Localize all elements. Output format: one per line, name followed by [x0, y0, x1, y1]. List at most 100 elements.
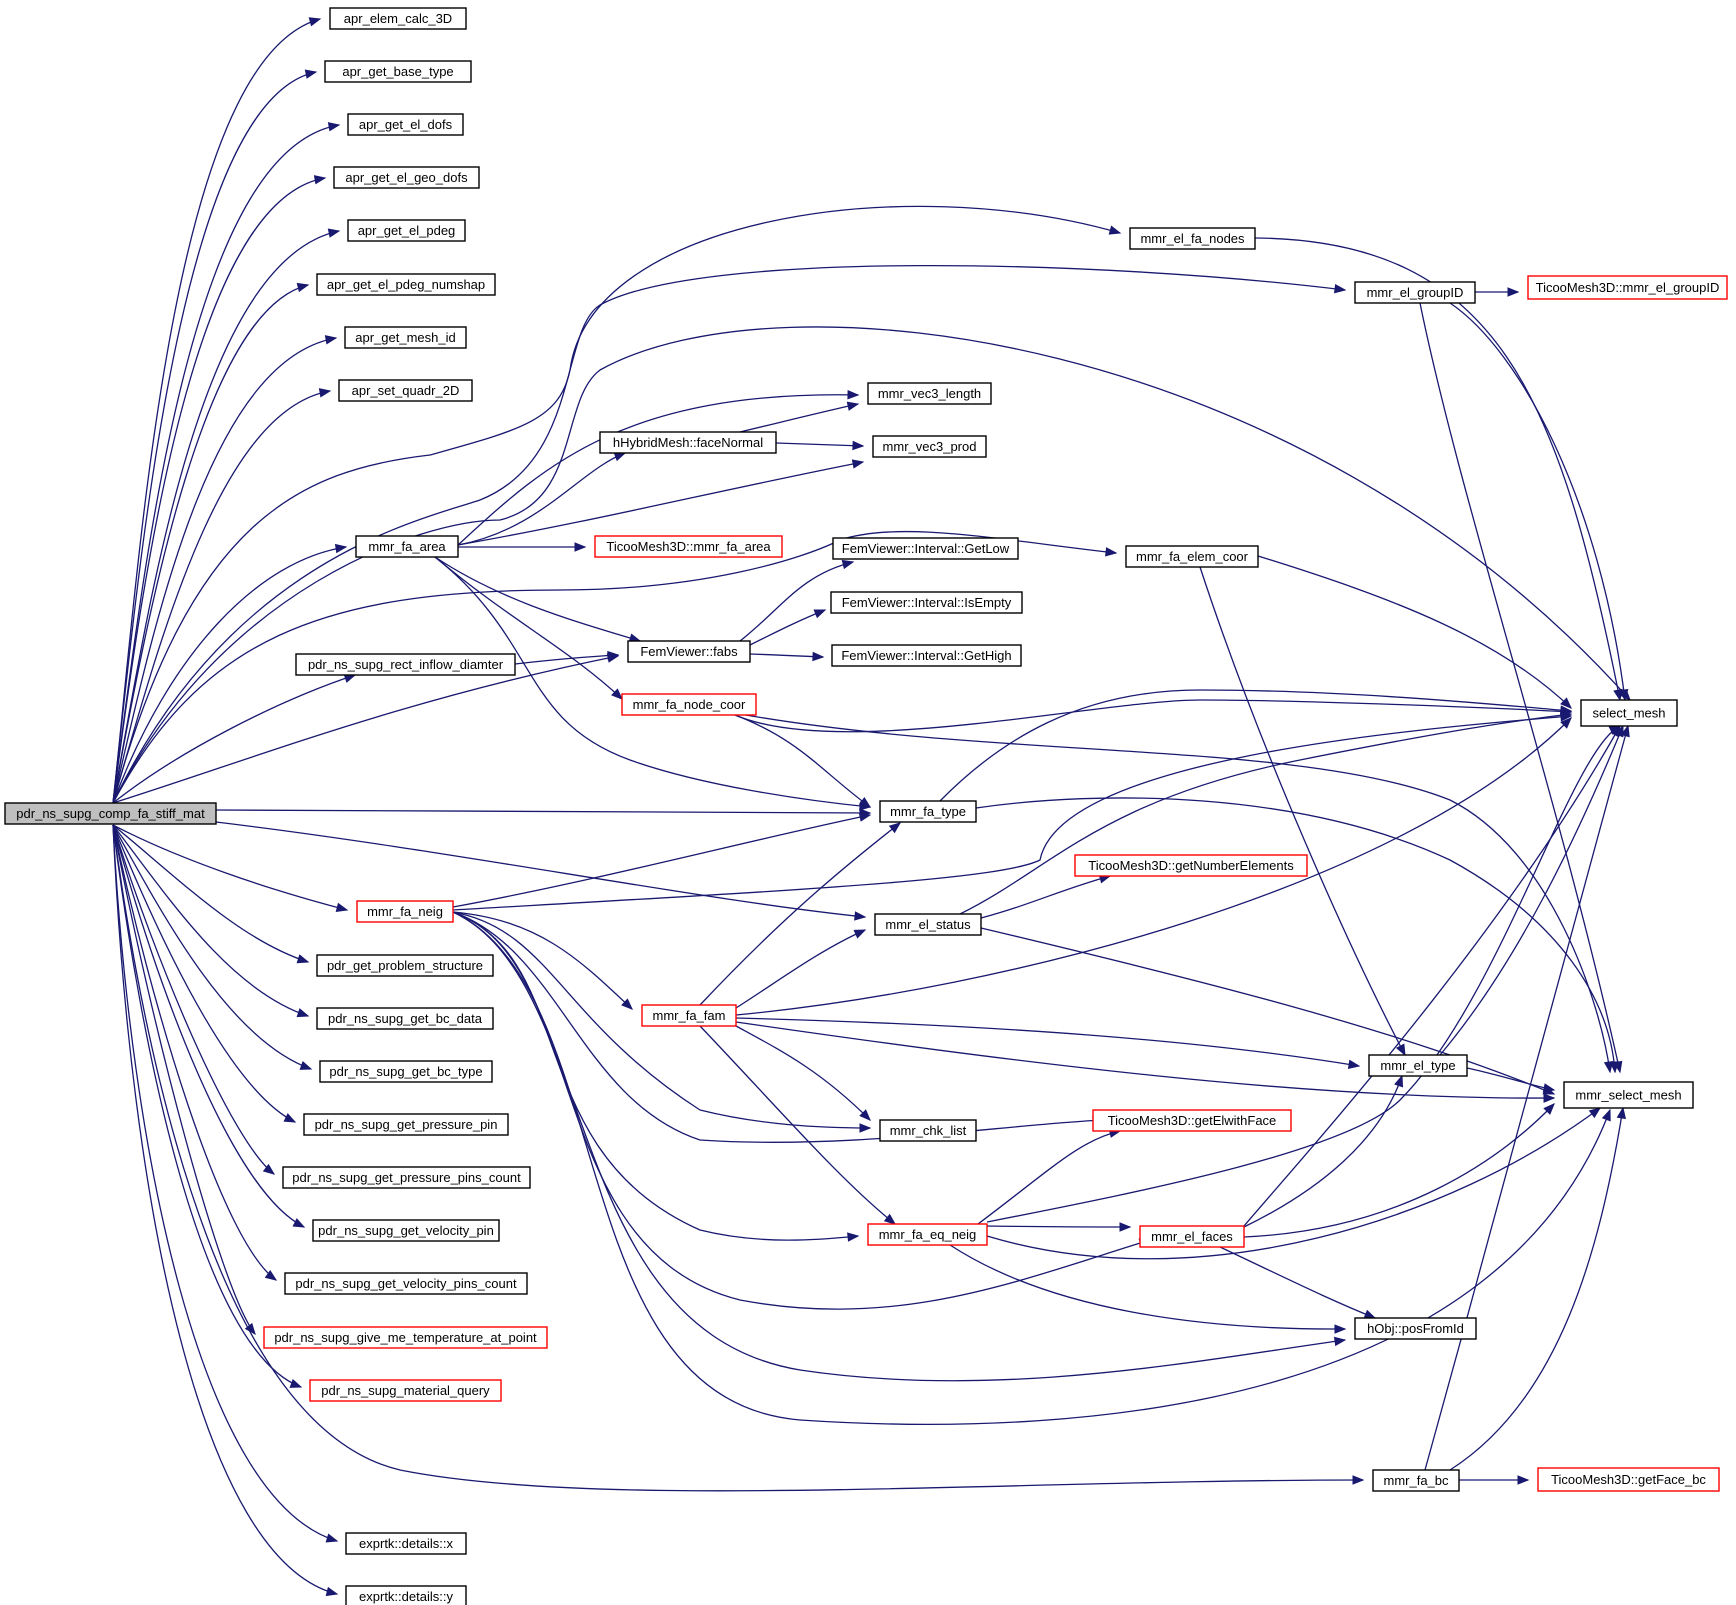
node-box[interactable]: [309, 1379, 502, 1402]
node-root[interactable]: pdr_ns_supg_comp_fa_stiff_mat: [4, 802, 217, 825]
node-box[interactable]: [355, 535, 459, 558]
node-box[interactable]: [345, 1585, 467, 1605]
node-box[interactable]: [347, 113, 464, 136]
node-box[interactable]: [347, 219, 466, 242]
node-gethigh[interactable]: FemViewer::Interval::GetHigh: [831, 644, 1022, 667]
node-fabs[interactable]: FemViewer::fabs: [627, 640, 751, 663]
node-n17[interactable]: pdr_ns_supg_get_velocity_pin: [312, 1219, 500, 1242]
node-node-coor[interactable]: mmr_fa_node_coor: [621, 693, 757, 716]
node-box[interactable]: [312, 1219, 500, 1242]
node-mmr-fa-area[interactable]: mmr_fa_area: [355, 535, 459, 558]
node-el-fa-nodes[interactable]: mmr_el_fa_nodes: [1129, 227, 1256, 250]
node-el-type[interactable]: mmr_el_type: [1368, 1054, 1468, 1077]
node-box[interactable]: [282, 1166, 531, 1189]
node-box[interactable]: [594, 535, 783, 558]
node-box[interactable]: [316, 1007, 494, 1030]
node-box[interactable]: [599, 431, 777, 454]
node-box[interactable]: [1092, 1109, 1292, 1132]
node-box[interactable]: [1129, 227, 1256, 250]
node-n4[interactable]: apr_get_el_geo_dofs: [333, 166, 480, 189]
node-fa-type[interactable]: mmr_fa_type: [879, 800, 977, 823]
node-box[interactable]: [324, 60, 472, 83]
node-box[interactable]: [356, 900, 454, 923]
node-box[interactable]: [867, 382, 992, 405]
node-getElwithFace[interactable]: TicooMesh3D::getElwithFace: [1092, 1109, 1292, 1132]
node-box[interactable]: [872, 435, 987, 458]
node-getlow[interactable]: FemViewer::Interval::GetLow: [832, 537, 1019, 560]
node-box[interactable]: [879, 800, 977, 823]
node-box[interactable]: [830, 591, 1023, 614]
node-box[interactable]: [1368, 1054, 1468, 1077]
node-n7[interactable]: apr_get_mesh_id: [344, 326, 467, 349]
node-fa-bc[interactable]: mmr_fa_bc: [1372, 1469, 1460, 1492]
node-box[interactable]: [1139, 1225, 1245, 1248]
node-box[interactable]: [316, 954, 494, 977]
node-box[interactable]: [879, 1119, 977, 1142]
node-n8[interactable]: apr_set_quadr_2D: [338, 379, 473, 402]
node-n3[interactable]: apr_get_el_dofs: [347, 113, 464, 136]
node-n16[interactable]: pdr_ns_supg_get_pressure_pins_count: [282, 1166, 531, 1189]
node-box[interactable]: [1074, 854, 1308, 877]
node-n19[interactable]: pdr_ns_supg_give_me_temperature_at_point: [263, 1326, 548, 1349]
node-box[interactable]: [1125, 545, 1259, 568]
node-eq-neig[interactable]: mmr_fa_eq_neig: [867, 1223, 988, 1246]
node-isempty[interactable]: FemViewer::Interval::IsEmpty: [830, 591, 1023, 614]
node-box[interactable]: [1372, 1469, 1460, 1492]
node-box[interactable]: [1563, 1081, 1694, 1109]
node-box[interactable]: [303, 1113, 509, 1136]
node-box[interactable]: [316, 273, 496, 296]
node-el-groupID[interactable]: mmr_el_groupID: [1354, 281, 1476, 304]
node-n22[interactable]: exprtk::details::y: [345, 1585, 467, 1605]
node-box[interactable]: [345, 1532, 467, 1555]
node-box[interactable]: [4, 802, 217, 825]
node-box[interactable]: [329, 7, 467, 30]
node-box[interactable]: [344, 326, 467, 349]
node-el-status[interactable]: mmr_el_status: [874, 913, 982, 936]
node-n1[interactable]: apr_elem_calc_3D: [329, 7, 467, 30]
node-n14[interactable]: pdr_ns_supg_get_bc_type: [319, 1060, 493, 1083]
node-box[interactable]: [333, 166, 480, 189]
node-n5[interactable]: apr_get_el_pdeg: [347, 219, 466, 242]
node-n18[interactable]: pdr_ns_supg_get_velocity_pins_count: [284, 1272, 528, 1295]
node-box[interactable]: [338, 379, 473, 402]
node-n21[interactable]: exprtk::details::x: [345, 1532, 467, 1555]
node-box[interactable]: [874, 913, 982, 936]
node-select-mesh[interactable]: select_mesh: [1580, 699, 1678, 727]
node-fa-elem-coor[interactable]: mmr_fa_elem_coor: [1125, 545, 1259, 568]
node-box[interactable]: [832, 537, 1019, 560]
node-n15[interactable]: pdr_ns_supg_get_pressure_pin: [303, 1113, 509, 1136]
node-getFace-bc[interactable]: TicooMesh3D::getFace_bc: [1537, 1467, 1720, 1492]
node-box[interactable]: [1537, 1467, 1720, 1492]
node-chk-list[interactable]: mmr_chk_list: [879, 1119, 977, 1142]
node-box[interactable]: [1527, 275, 1728, 300]
node-ticoo-fa-area[interactable]: TicooMesh3D::mmr_fa_area: [594, 535, 783, 558]
node-box[interactable]: [1354, 281, 1476, 304]
node-n12[interactable]: pdr_get_problem_structure: [316, 954, 494, 977]
node-box[interactable]: [319, 1060, 493, 1083]
node-posFromId[interactable]: hObj::posFromId: [1354, 1317, 1477, 1340]
node-box[interactable]: [284, 1272, 528, 1295]
node-box[interactable]: [295, 653, 516, 676]
node-vec3-length[interactable]: mmr_vec3_length: [867, 382, 992, 405]
node-el-faces[interactable]: mmr_el_faces: [1139, 1225, 1245, 1248]
node-n6[interactable]: apr_get_el_pdeg_numshap: [316, 273, 496, 296]
node-box[interactable]: [263, 1326, 548, 1349]
node-box[interactable]: [831, 644, 1022, 667]
node-box[interactable]: [621, 693, 757, 716]
node-n20[interactable]: pdr_ns_supg_material_query: [309, 1379, 502, 1402]
node-mmr-select-mesh[interactable]: mmr_select_mesh: [1563, 1081, 1694, 1109]
node-box[interactable]: [641, 1004, 737, 1027]
node-faceNormal[interactable]: hHybridMesh::faceNormal: [599, 431, 777, 454]
node-n13[interactable]: pdr_ns_supg_get_bc_data: [316, 1007, 494, 1030]
node-vec3-prod[interactable]: mmr_vec3_prod: [872, 435, 987, 458]
node-rect-inflow[interactable]: pdr_ns_supg_rect_inflow_diamter: [295, 653, 516, 676]
node-box[interactable]: [867, 1223, 988, 1246]
node-box[interactable]: [1580, 699, 1678, 727]
node-box[interactable]: [627, 640, 751, 663]
node-box[interactable]: [1354, 1317, 1477, 1340]
node-mmr-fa-neig[interactable]: mmr_fa_neig: [356, 900, 454, 923]
node-fa-fam[interactable]: mmr_fa_fam: [641, 1004, 737, 1027]
node-ticoo-groupID[interactable]: TicooMesh3D::mmr_el_groupID: [1527, 275, 1728, 300]
node-getNumEl[interactable]: TicooMesh3D::getNumberElements: [1074, 854, 1308, 877]
node-n2[interactable]: apr_get_base_type: [324, 60, 472, 83]
